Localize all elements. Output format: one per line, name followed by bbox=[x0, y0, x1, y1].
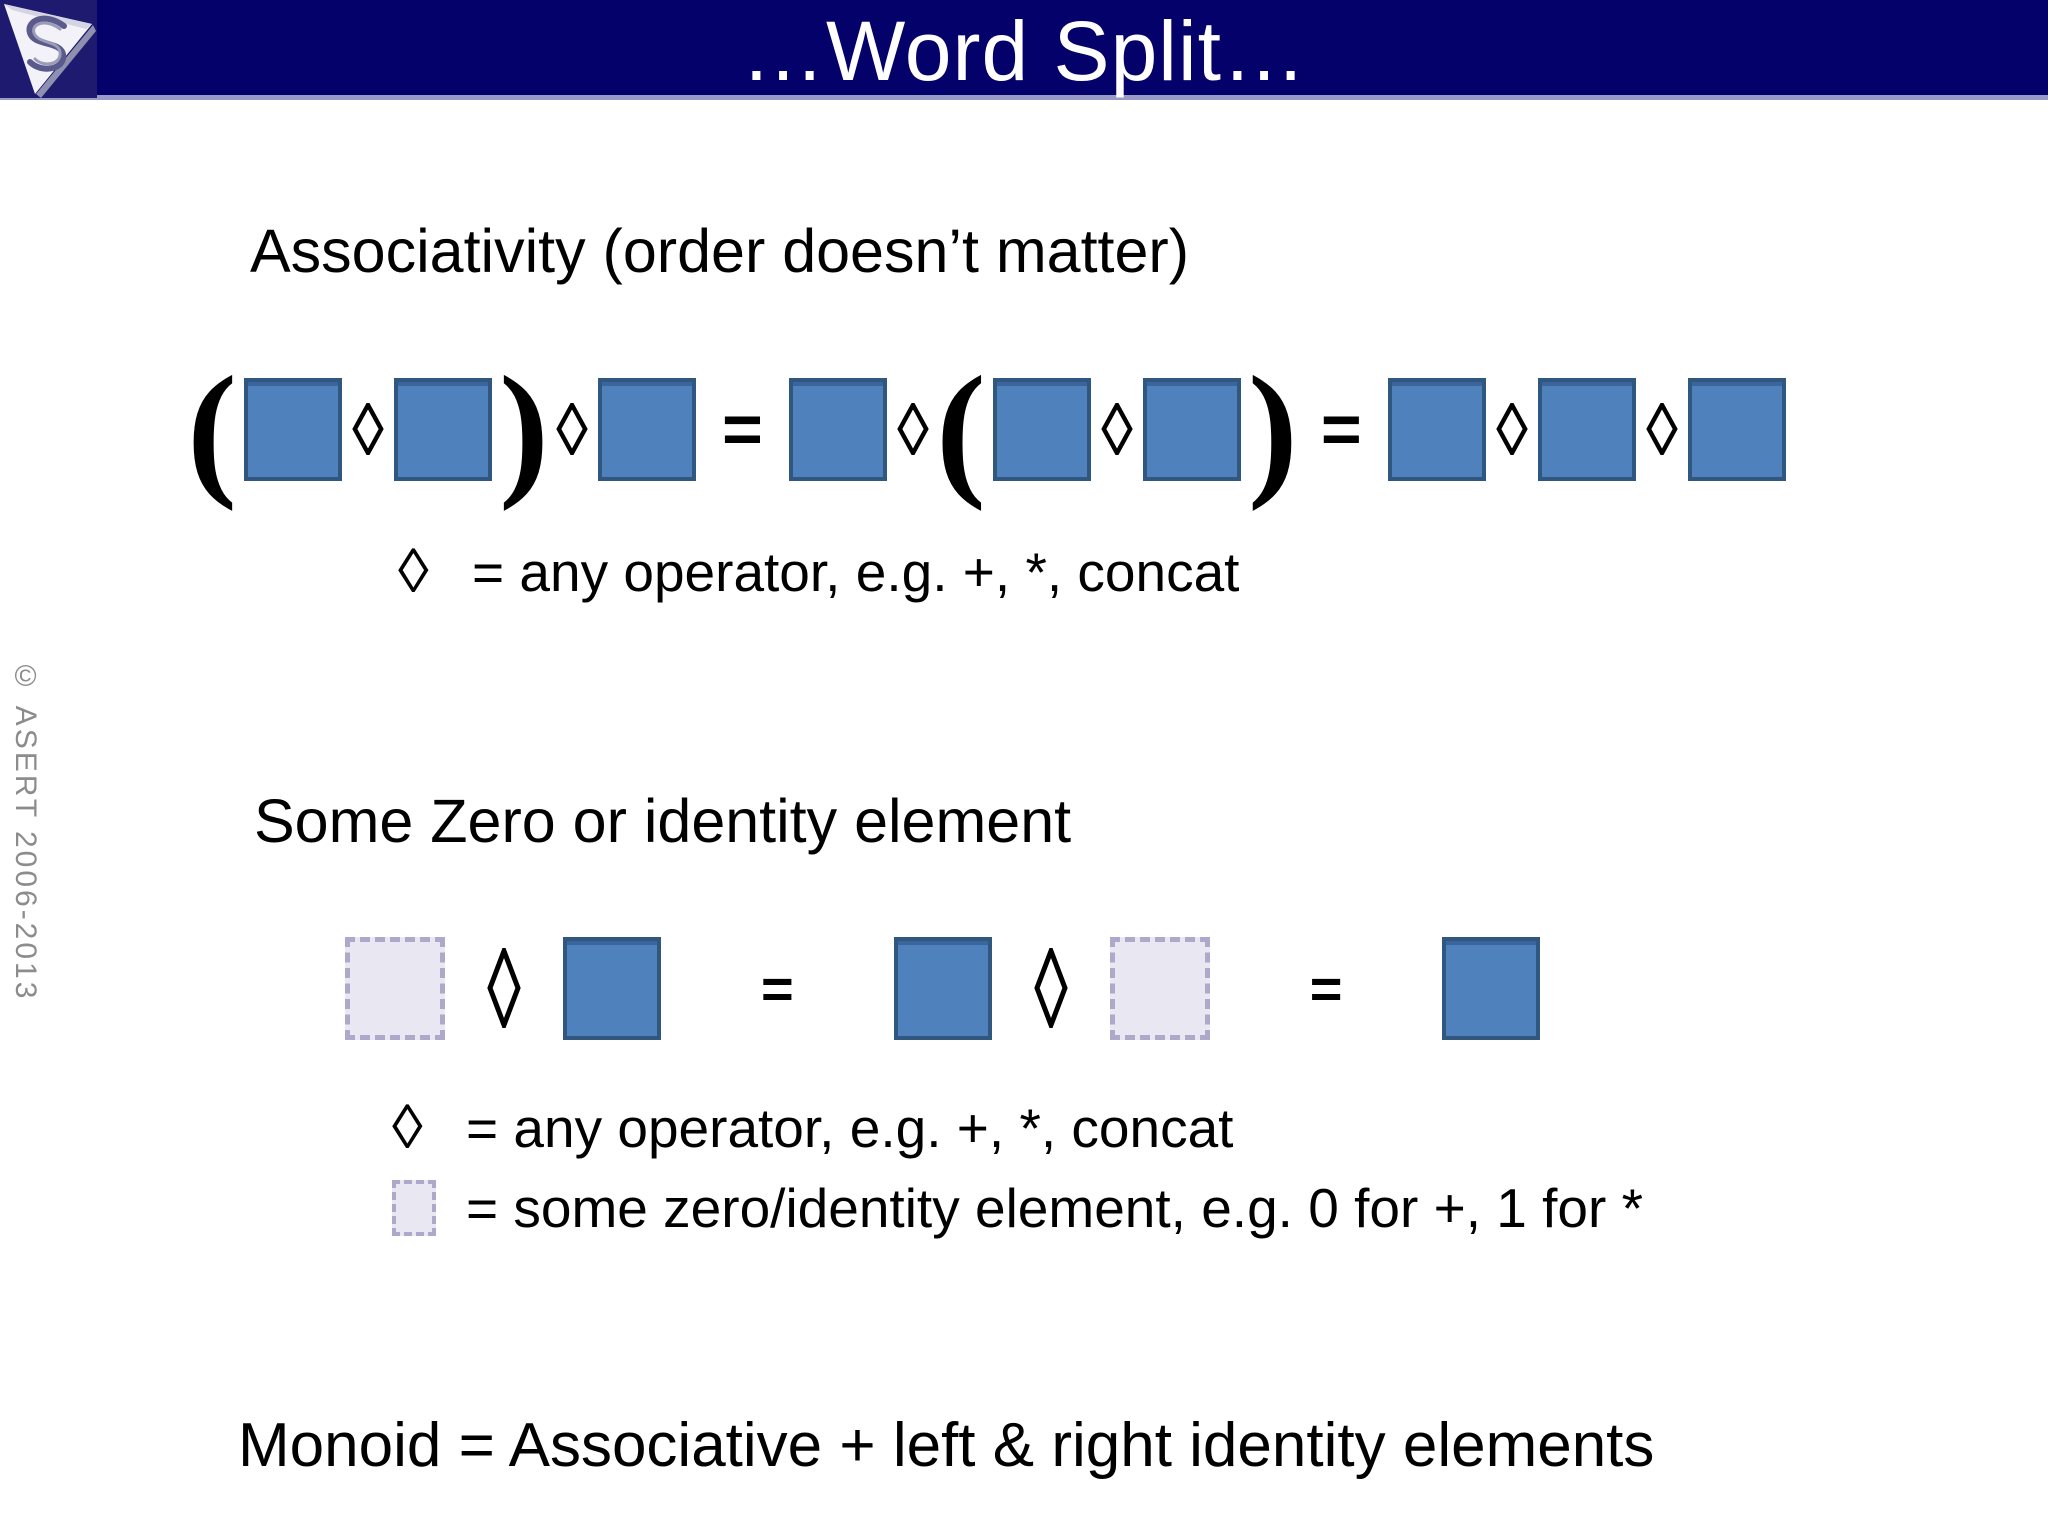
operator-diamond-icon bbox=[487, 948, 521, 1028]
identity-zero-icon bbox=[392, 1180, 466, 1236]
legend-text: = some zero/identity element, e.g. 0 for… bbox=[466, 1177, 1643, 1239]
element-block bbox=[1442, 936, 1541, 1040]
right-parenthesis: ) bbox=[499, 346, 549, 512]
identity-zero-block bbox=[345, 936, 445, 1040]
element-block bbox=[788, 377, 887, 481]
element-block bbox=[1687, 377, 1786, 481]
operator-diamond-icon: ◊ bbox=[392, 1093, 423, 1162]
legend-text: = any operator, e.g. +, *, concat bbox=[472, 541, 1240, 603]
identity-zero-block bbox=[1109, 936, 1210, 1040]
element-block bbox=[598, 377, 696, 481]
right-parenthesis: ) bbox=[1247, 346, 1298, 512]
element-block bbox=[244, 377, 342, 481]
operator-diamond-icon bbox=[1496, 403, 1528, 455]
copyright-text: © ASERT 2006-2013 bbox=[9, 660, 42, 1002]
asert-logo-icon bbox=[0, 0, 97, 98]
title-bar: …Word Split… bbox=[0, 0, 2048, 100]
operator-diamond-icon bbox=[1034, 948, 1068, 1028]
equals-sign: = bbox=[1320, 390, 1362, 468]
operator-diamond-icon bbox=[1646, 403, 1678, 455]
identity-equation: == bbox=[345, 926, 1541, 1050]
equals-sign: = bbox=[722, 390, 763, 468]
operator-diamond-icon bbox=[556, 403, 588, 455]
operator-diamond-icon bbox=[352, 403, 384, 455]
associativity-heading: Associativity (order doesn’t matter) bbox=[250, 217, 1190, 285]
associativity-legend: ◊ = any operator, e.g. +, *, concat bbox=[398, 540, 1239, 620]
element-block bbox=[1142, 377, 1241, 481]
associativity-equation: () = () = bbox=[187, 346, 1786, 512]
legend-text: = any operator, e.g. +, *, concat bbox=[466, 1097, 1234, 1159]
left-parenthesis: ( bbox=[187, 346, 237, 512]
equals-sign: = bbox=[761, 956, 794, 1020]
legend-line: = some zero/identity element, e.g. 0 for… bbox=[392, 1176, 1643, 1240]
element-block bbox=[1537, 377, 1636, 481]
monoid-definition: Monoid = Associative + left & right iden… bbox=[238, 1411, 1655, 1480]
operator-diamond-icon: ◊ bbox=[398, 537, 429, 606]
slide-title: …Word Split… bbox=[741, 4, 1307, 98]
legend-line: ◊ = any operator, e.g. +, *, concat bbox=[392, 1096, 1643, 1160]
element-block bbox=[1387, 377, 1486, 481]
element-block bbox=[893, 936, 992, 1040]
legend-line: ◊ = any operator, e.g. +, *, concat bbox=[398, 540, 1239, 604]
operator-diamond-icon bbox=[1101, 403, 1133, 455]
element-block bbox=[563, 936, 661, 1040]
identity-legend: ◊ = any operator, e.g. +, *, concat = some… bbox=[392, 1096, 1643, 1256]
operator-diamond-icon bbox=[897, 403, 929, 455]
identity-heading: Some Zero or identity element bbox=[254, 787, 1072, 855]
element-block bbox=[992, 377, 1091, 481]
left-parenthesis: ( bbox=[935, 346, 986, 512]
equals-sign: = bbox=[1309, 956, 1343, 1020]
element-block bbox=[394, 377, 492, 481]
